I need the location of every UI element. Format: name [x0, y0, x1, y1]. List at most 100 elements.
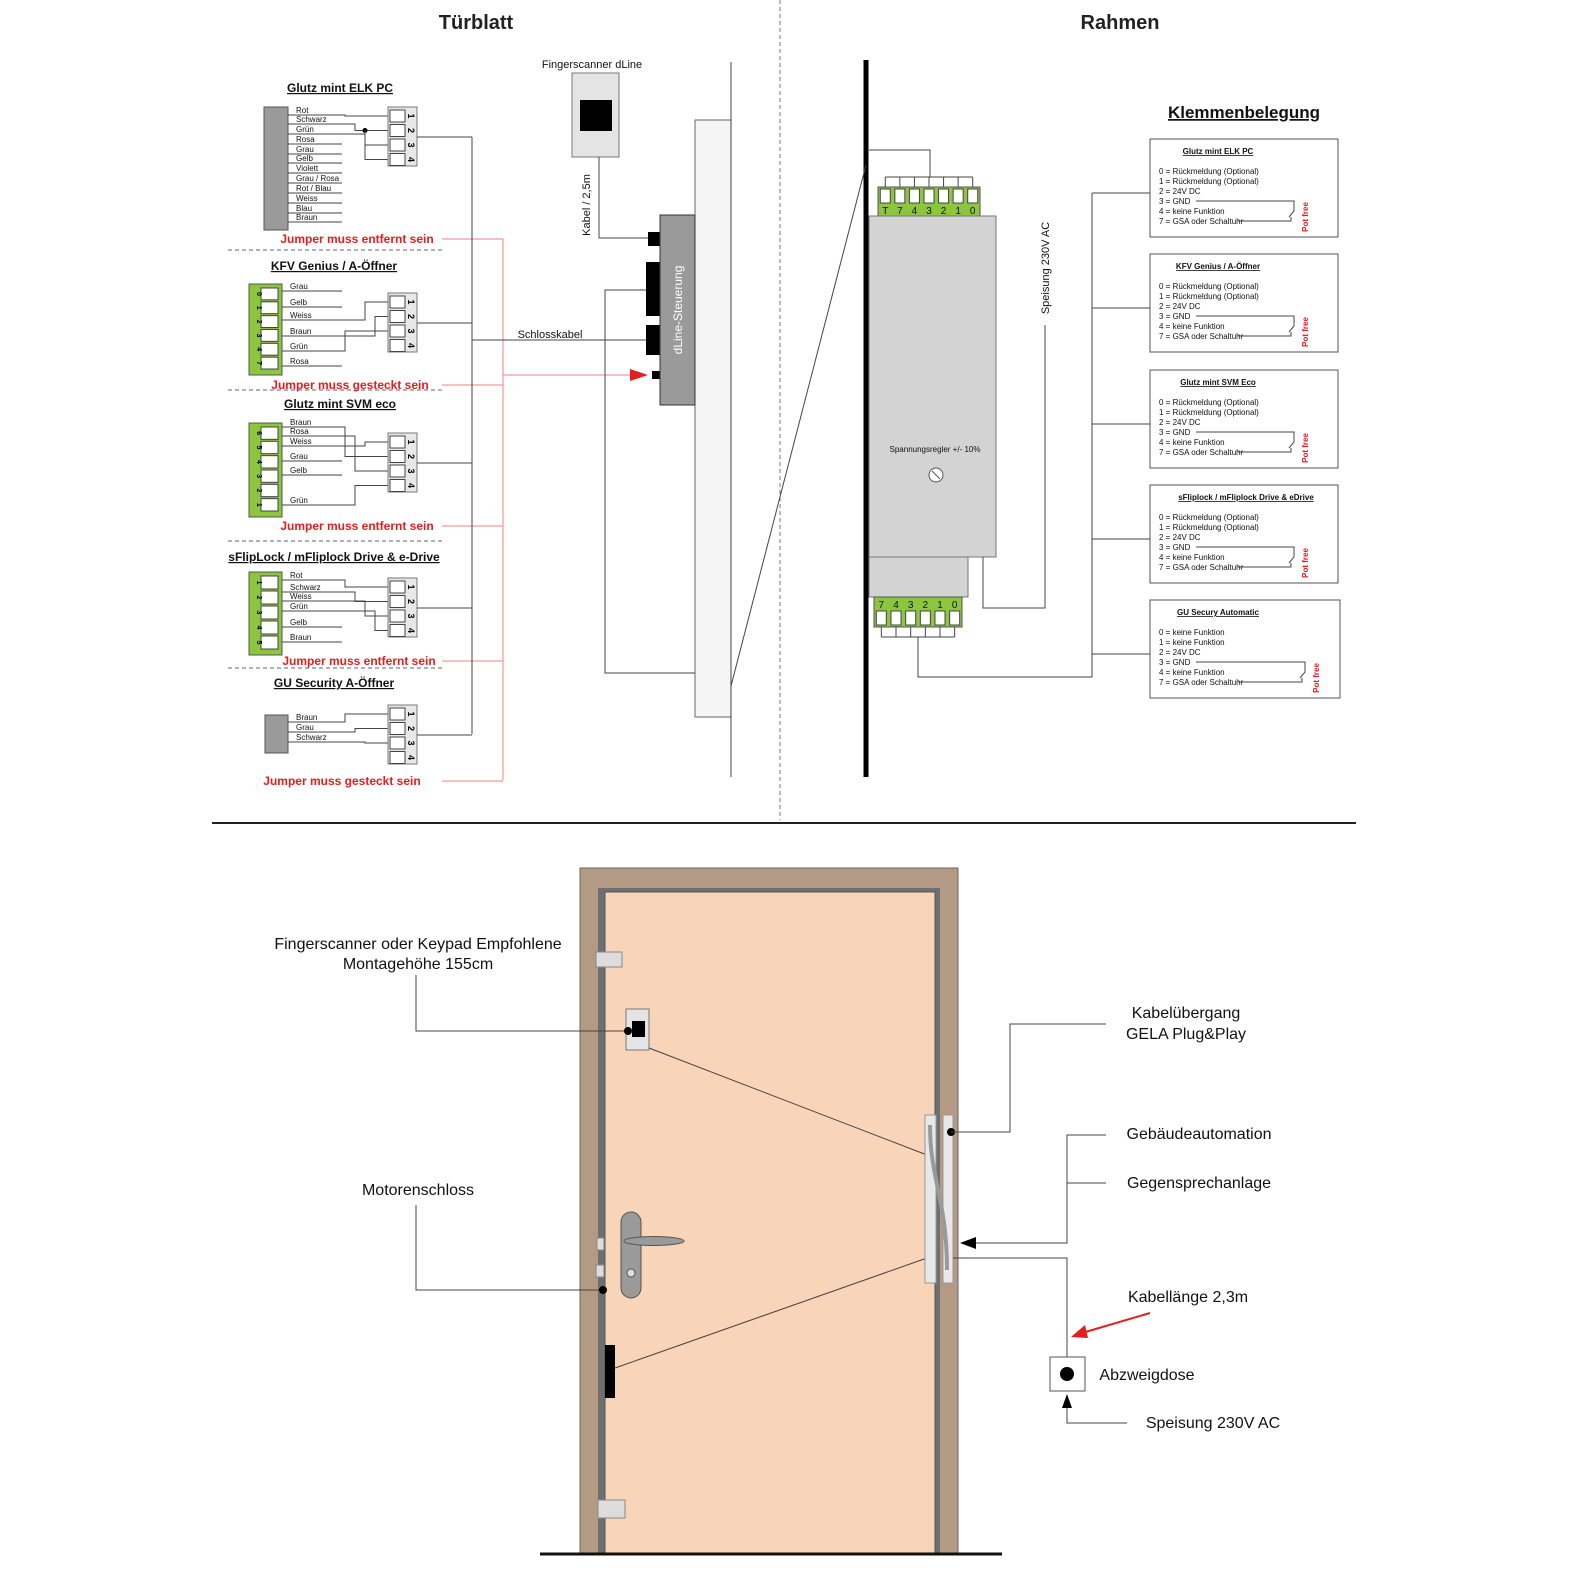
door-leaf-heading: Türblatt	[439, 12, 514, 34]
plug-slot	[389, 479, 406, 492]
plug-pin-number: 1	[406, 299, 416, 304]
plug-pin-number: 2	[406, 726, 416, 731]
cable	[648, 1047, 928, 1156]
plug-pin-number: 1	[406, 439, 416, 444]
plug-slot	[389, 339, 406, 352]
device-title: Glutz mint SVM eco	[284, 397, 396, 411]
scanner-height-label-1: Fingerscanner oder Keypad Empfohlene	[274, 936, 561, 953]
terminal-slot	[875, 610, 887, 626]
pot-free-label: Pot free	[1301, 317, 1310, 347]
plug-pin-number: 2	[406, 599, 416, 604]
connector	[646, 262, 660, 316]
controller-label: dLine-Steuerung	[671, 266, 685, 355]
pin-number: 2	[255, 596, 262, 600]
terminal-slot	[260, 469, 279, 483]
wire-label: Gelb	[290, 298, 307, 307]
wire-label: Weiss	[290, 592, 312, 601]
pin-number: 3	[255, 333, 262, 337]
plug-pin-number: 4	[406, 628, 416, 633]
plug-pin-number: 3	[406, 613, 416, 618]
pin-number: 7	[255, 361, 262, 365]
wire	[282, 600, 390, 617]
terminal-label: 4	[912, 206, 918, 217]
wire-label: Grün	[296, 125, 314, 134]
plug-pin-number: 4	[406, 483, 416, 488]
plug-slot	[389, 295, 406, 309]
wire-label: Weiss	[290, 311, 312, 320]
plug-pin-number: 3	[406, 468, 416, 473]
switch-wire	[1196, 315, 1295, 333]
leader-line	[975, 1134, 1106, 1244]
assignment-row: 2 = 24V DC	[1159, 418, 1201, 427]
terminal-slot	[952, 188, 964, 204]
wire	[288, 133, 390, 160]
pin-number: 5	[255, 446, 262, 450]
assignment-row: 7 = GSA oder Schaltuhr	[1159, 332, 1244, 341]
device-title: GU Security A-Öffner	[274, 675, 395, 690]
device-title: Glutz mint ELK PC	[287, 81, 393, 95]
plug-pin-number: 1	[406, 711, 416, 716]
wire-label: Grau	[290, 282, 308, 291]
wire-label: Blau	[296, 204, 312, 213]
terminal-slot	[260, 287, 279, 301]
assignment-row: 0 = keine Funktion	[1159, 628, 1225, 637]
cable-transfer-frame	[942, 1114, 954, 1284]
plug-pin-number: 4	[406, 157, 416, 162]
wire	[288, 123, 390, 131]
plug-pin-number: 3	[406, 328, 416, 333]
wire	[282, 301, 390, 321]
junction-dot-icon	[1060, 1367, 1074, 1381]
door-handle-lever[interactable]	[623, 1236, 685, 1246]
terminal-slot	[260, 620, 279, 635]
pot-free-label: Pot free	[1301, 433, 1310, 463]
plug-pin-number: 1	[406, 113, 416, 118]
lock-latch	[596, 1237, 605, 1251]
controller-cable	[604, 289, 695, 674]
cable-length-label: Kabellänge 2,3m	[1128, 1289, 1248, 1306]
switch-wire	[1238, 217, 1292, 222]
terminal-slot	[260, 301, 279, 315]
device-block: Glutz mint SVM eco654321BraunRosaWeissGr…	[228, 397, 503, 542]
assignment-row: 4 = keine Funktion	[1159, 322, 1225, 331]
leader-line	[415, 975, 628, 1032]
assignment-row: 0 = Rückmeldung (Optional)	[1159, 282, 1259, 291]
wire	[282, 441, 390, 447]
pin-number: 0	[255, 292, 262, 296]
assignment-row: 7 = GSA oder Schaltuhr	[1159, 217, 1244, 226]
assignment-row: 3 = GND	[1159, 312, 1191, 321]
terminal-slot	[260, 498, 279, 512]
plug-slot	[389, 153, 406, 166]
terminal-slot	[923, 188, 935, 204]
assignment-row: 3 = GND	[1159, 543, 1191, 552]
switch-wire	[1238, 448, 1292, 453]
plug-pin-number: 4	[406, 755, 416, 760]
device-title: KFV Genius / A-Öffner	[271, 258, 398, 273]
lock-bar	[605, 1345, 615, 1398]
wire-label: Braun	[290, 633, 311, 642]
assignment-box-title: GU Secury Automatic	[1177, 608, 1259, 617]
terminal-slot	[908, 188, 920, 204]
pin-number: 1	[255, 503, 262, 507]
assignment-box-title: sFliplock / mFliplock Drive & eDrive	[1178, 493, 1314, 502]
terminal-slot	[260, 483, 279, 498]
supply-wire	[982, 325, 1046, 609]
wire-label: Gelb	[290, 618, 307, 627]
terminal-slot	[260, 356, 279, 370]
assignment-row: 1 = keine Funktion	[1159, 638, 1225, 647]
plug-slot	[389, 751, 406, 764]
pin-number: 4	[255, 460, 262, 464]
keyhole-icon	[626, 1268, 636, 1278]
connector	[652, 371, 660, 379]
wire-label: Violett	[296, 164, 319, 173]
terminal-slot	[260, 605, 279, 620]
device-block: KFV Genius / A-Öffner012347GrauGelbWeiss…	[228, 258, 503, 392]
assignment-row: 2 = 24V DC	[1159, 187, 1201, 196]
wire	[288, 741, 390, 744]
terminal-slot	[260, 329, 279, 342]
device-title: sFlipLock / mFliplock Drive & e-Drive	[228, 550, 440, 564]
door-handle-plate	[620, 1211, 642, 1299]
cable-transfer-leaf	[924, 1114, 937, 1284]
assignment-row: 1 = Rückmeldung (Optional)	[1159, 408, 1259, 417]
